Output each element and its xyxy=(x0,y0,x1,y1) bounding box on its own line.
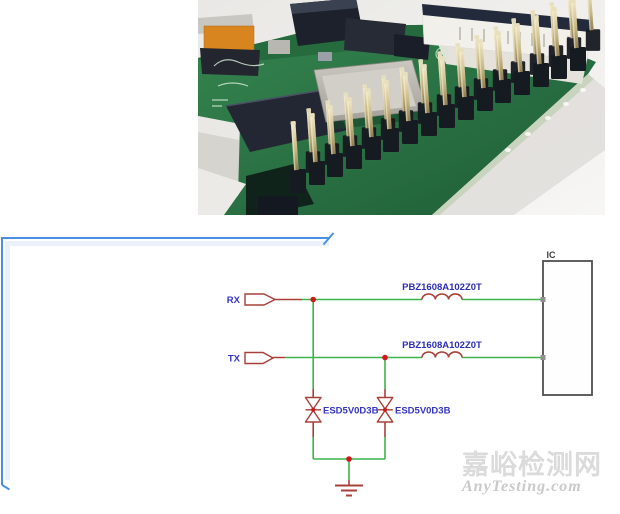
edge-glints xyxy=(505,88,586,152)
junction-dot xyxy=(382,354,388,361)
silkscreen xyxy=(212,47,449,107)
port-rx: RX xyxy=(227,293,277,306)
inductor-1: PBZ1608A102Z0T xyxy=(402,282,482,300)
port-tx: TX xyxy=(228,351,275,365)
pin-stubs xyxy=(273,298,386,485)
ic-pin-dot xyxy=(540,297,546,302)
wires xyxy=(285,298,543,480)
board-components xyxy=(198,0,430,215)
ic-label: IC xyxy=(547,250,557,260)
ic-block: IC xyxy=(540,250,593,396)
port-rx-label: RX xyxy=(227,295,241,306)
ribbon-flap xyxy=(225,89,348,152)
esd-diode-1: ESD5V0D3B xyxy=(304,396,379,423)
bracket-end-tick-top xyxy=(322,232,335,246)
pcb-photo-art xyxy=(198,0,605,215)
esd-diode-1-label: ESD5V0D3B xyxy=(323,406,379,417)
junction-dots xyxy=(310,296,388,462)
ground-symbol xyxy=(335,484,363,497)
inductor-2-label: PBZ1608A102Z0T xyxy=(402,340,482,351)
esd-diode-2: ESD5V0D3B xyxy=(376,396,451,423)
wire-ground-bus xyxy=(312,437,386,460)
esd-diode-2-label: ESD5V0D3B xyxy=(395,406,451,417)
junction-dot xyxy=(346,456,352,462)
port-tx-label: TX xyxy=(228,354,241,365)
bracket-end-tick-bottom xyxy=(1,484,11,491)
annotation-bracket xyxy=(1,232,335,491)
inductor-2: PBZ1608A102Z0T xyxy=(402,340,482,358)
inductor-1-label: PBZ1608A102Z0T xyxy=(402,282,482,293)
pcb-photo xyxy=(198,0,605,215)
ic-pin-dot xyxy=(540,355,546,360)
junction-dot xyxy=(310,296,317,303)
